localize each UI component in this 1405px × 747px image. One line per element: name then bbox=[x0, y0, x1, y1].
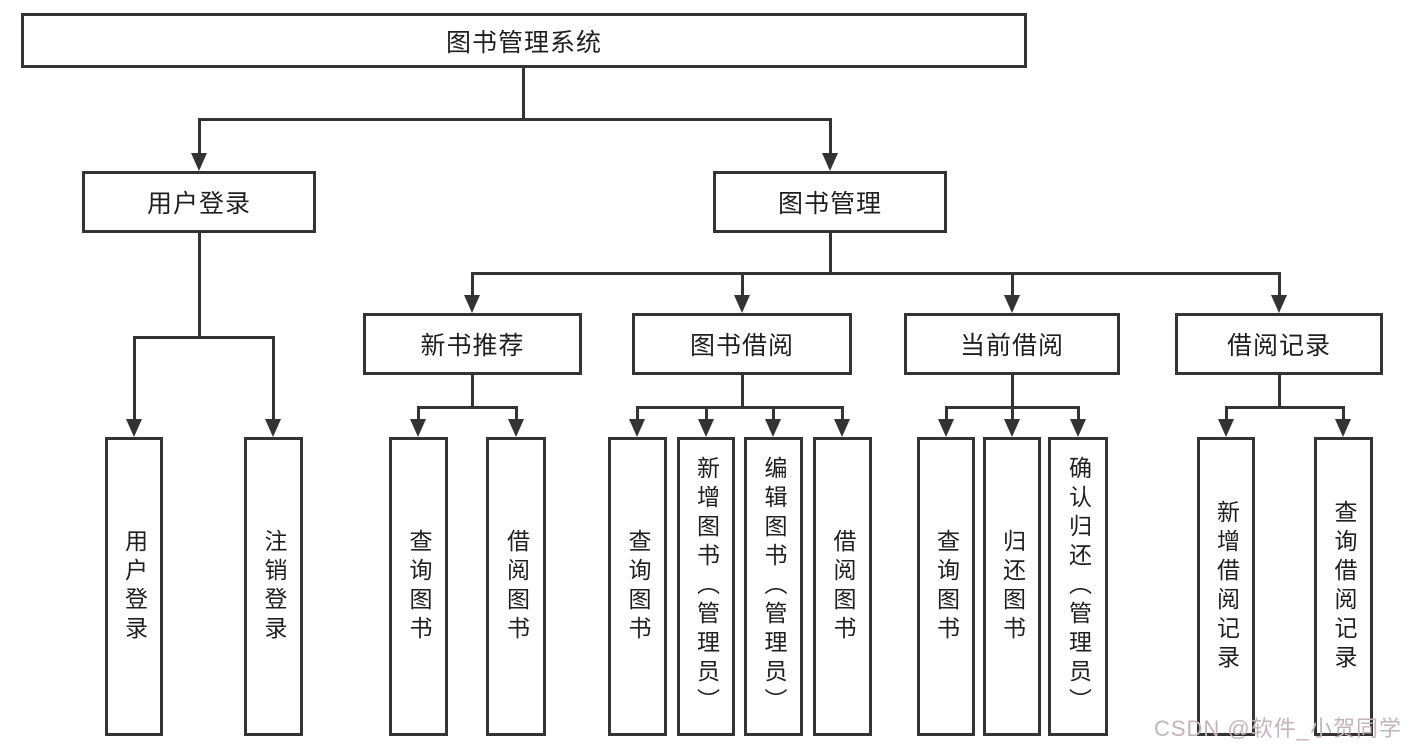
node-label: 新书推荐 bbox=[420, 332, 525, 360]
arrow-down-icon bbox=[464, 295, 480, 313]
connector-line bbox=[1225, 406, 1345, 409]
arrow-down-icon bbox=[1271, 295, 1287, 313]
connector-line bbox=[1011, 406, 1014, 421]
leaf-user-login: 用户登录 bbox=[105, 437, 163, 736]
connector-line bbox=[133, 336, 136, 421]
connector-line bbox=[1342, 406, 1345, 421]
connector-line bbox=[945, 406, 948, 421]
arrow-down-icon bbox=[698, 419, 714, 437]
node-borrowing-records: 借阅记录 bbox=[1175, 313, 1383, 375]
connector-line bbox=[1278, 375, 1281, 409]
arrow-down-icon bbox=[191, 153, 207, 171]
leaf-add-borrow-record: 新增借阅记录 bbox=[1197, 437, 1255, 736]
arrow-down-icon bbox=[1070, 419, 1086, 437]
node-label: 图书管理系统 bbox=[445, 28, 602, 57]
arrow-down-icon bbox=[938, 419, 954, 437]
node-label: 新增图书（管理员） bbox=[693, 456, 720, 717]
leaf-query-books-borrow: 查询图书 bbox=[608, 437, 667, 736]
node-label: 查询借阅记录 bbox=[1331, 499, 1357, 674]
connector-line bbox=[705, 406, 708, 421]
node-book-borrowing: 图书借阅 bbox=[632, 313, 852, 375]
leaf-logout: 注销登录 bbox=[244, 437, 303, 736]
connector-line bbox=[772, 406, 775, 421]
node-label: 借阅记录 bbox=[1226, 332, 1331, 360]
node-label: 图书管理 bbox=[777, 190, 882, 218]
connector-line bbox=[133, 336, 274, 339]
connector-line bbox=[741, 375, 744, 409]
node-label: 当前借阅 bbox=[959, 332, 1064, 360]
node-current-borrowing: 当前借阅 bbox=[904, 313, 1120, 375]
connector-line bbox=[515, 406, 518, 421]
arrow-down-icon bbox=[265, 419, 281, 437]
connector-line bbox=[829, 118, 832, 155]
connector-line bbox=[1011, 272, 1014, 297]
connector-line bbox=[636, 406, 843, 409]
arrow-down-icon bbox=[410, 419, 426, 437]
connector-line bbox=[198, 233, 201, 338]
node-label: 编辑图书（管理员） bbox=[761, 456, 787, 717]
leaf-confirm-return-admin: 确认归还（管理员） bbox=[1048, 437, 1108, 736]
node-label: 归还图书 bbox=[999, 528, 1026, 645]
connector-line bbox=[1011, 375, 1014, 409]
leaf-query-books-current: 查询图书 bbox=[917, 437, 975, 736]
node-label: 新增借阅记录 bbox=[1213, 499, 1240, 674]
connector-line bbox=[636, 406, 639, 421]
node-label: 确认归还（管理员） bbox=[1065, 456, 1092, 717]
connector-line bbox=[1225, 406, 1228, 421]
node-new-book-recommendation: 新书推荐 bbox=[363, 313, 582, 375]
arrow-down-icon bbox=[1004, 295, 1020, 313]
leaf-query-borrow-record: 查询借阅记录 bbox=[1314, 437, 1373, 736]
node-label: 用户登录 bbox=[146, 190, 251, 218]
node-label: 查询图书 bbox=[406, 528, 432, 645]
leaf-borrow-books: 借阅图书 bbox=[813, 437, 872, 736]
connector-line bbox=[522, 68, 525, 118]
connector-line bbox=[272, 336, 275, 421]
connector-line bbox=[471, 375, 474, 409]
connector-line bbox=[471, 272, 474, 297]
connector-line bbox=[829, 233, 832, 275]
node-book-management: 图书管理 bbox=[713, 171, 947, 233]
arrow-down-icon bbox=[1218, 419, 1234, 437]
arrow-down-icon bbox=[734, 295, 750, 313]
arrow-down-icon bbox=[508, 419, 524, 437]
node-label: 图书借阅 bbox=[689, 332, 794, 360]
node-label: 借阅图书 bbox=[830, 528, 856, 645]
connector-line bbox=[1077, 406, 1080, 421]
connector-line bbox=[471, 272, 1279, 275]
connector-line bbox=[198, 118, 201, 155]
node-system-root: 图书管理系统 bbox=[21, 13, 1027, 68]
node-user-login: 用户登录 bbox=[82, 171, 316, 233]
connector-line bbox=[417, 406, 420, 421]
connector-line bbox=[1278, 272, 1281, 297]
node-label: 注销登录 bbox=[261, 528, 287, 645]
connector-line bbox=[841, 406, 844, 421]
arrow-down-icon bbox=[629, 419, 645, 437]
arrow-down-icon bbox=[834, 419, 850, 437]
node-label: 用户登录 bbox=[121, 528, 148, 645]
leaf-edit-books-admin: 编辑图书（管理员） bbox=[744, 437, 803, 736]
arrow-down-icon bbox=[126, 419, 142, 437]
arrow-down-icon bbox=[1335, 419, 1351, 437]
connector-line bbox=[417, 406, 517, 409]
node-label: 查询图书 bbox=[625, 528, 651, 645]
arrow-down-icon bbox=[1004, 419, 1020, 437]
node-label: 借阅图书 bbox=[503, 528, 530, 645]
leaf-add-books-admin: 新增图书（管理员） bbox=[677, 437, 735, 736]
leaf-return-books: 归还图书 bbox=[983, 437, 1041, 736]
leaf-query-books-recommend: 查询图书 bbox=[389, 437, 448, 736]
connector-line bbox=[198, 118, 832, 121]
connector-line bbox=[741, 272, 744, 297]
node-label: 查询图书 bbox=[933, 528, 960, 645]
arrow-down-icon bbox=[822, 153, 838, 171]
leaf-borrow-books-recommend: 借阅图书 bbox=[486, 437, 546, 736]
csdn-watermark: CSDN @软件_小贺同学 bbox=[1153, 716, 1402, 741]
arrow-down-icon bbox=[765, 419, 781, 437]
